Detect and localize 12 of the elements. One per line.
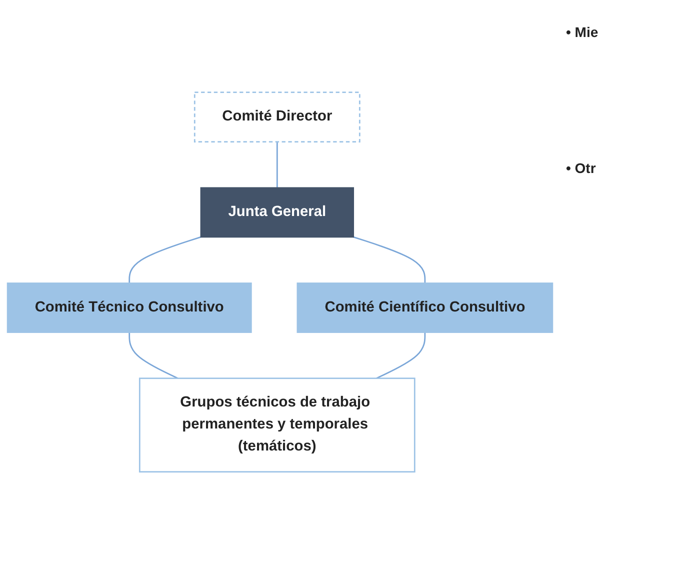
node-box: Grupos técnicos de trabajo permanentes y temporales (temáticos) — [138, 378, 416, 472]
bullet-text: • Otr — [566, 160, 597, 176]
connector — [128, 332, 178, 379]
node-box: Junta General — [200, 187, 354, 238]
bullet-text: • Mie — [566, 24, 600, 40]
connector — [276, 142, 278, 188]
node-box: Comité Científico Consultivo — [296, 282, 554, 333]
connector — [376, 332, 426, 379]
connector — [128, 236, 201, 283]
node-box: Comité Director — [194, 92, 360, 142]
node-box: Comité Técnico Consultivo — [6, 282, 252, 333]
connector — [353, 236, 426, 283]
